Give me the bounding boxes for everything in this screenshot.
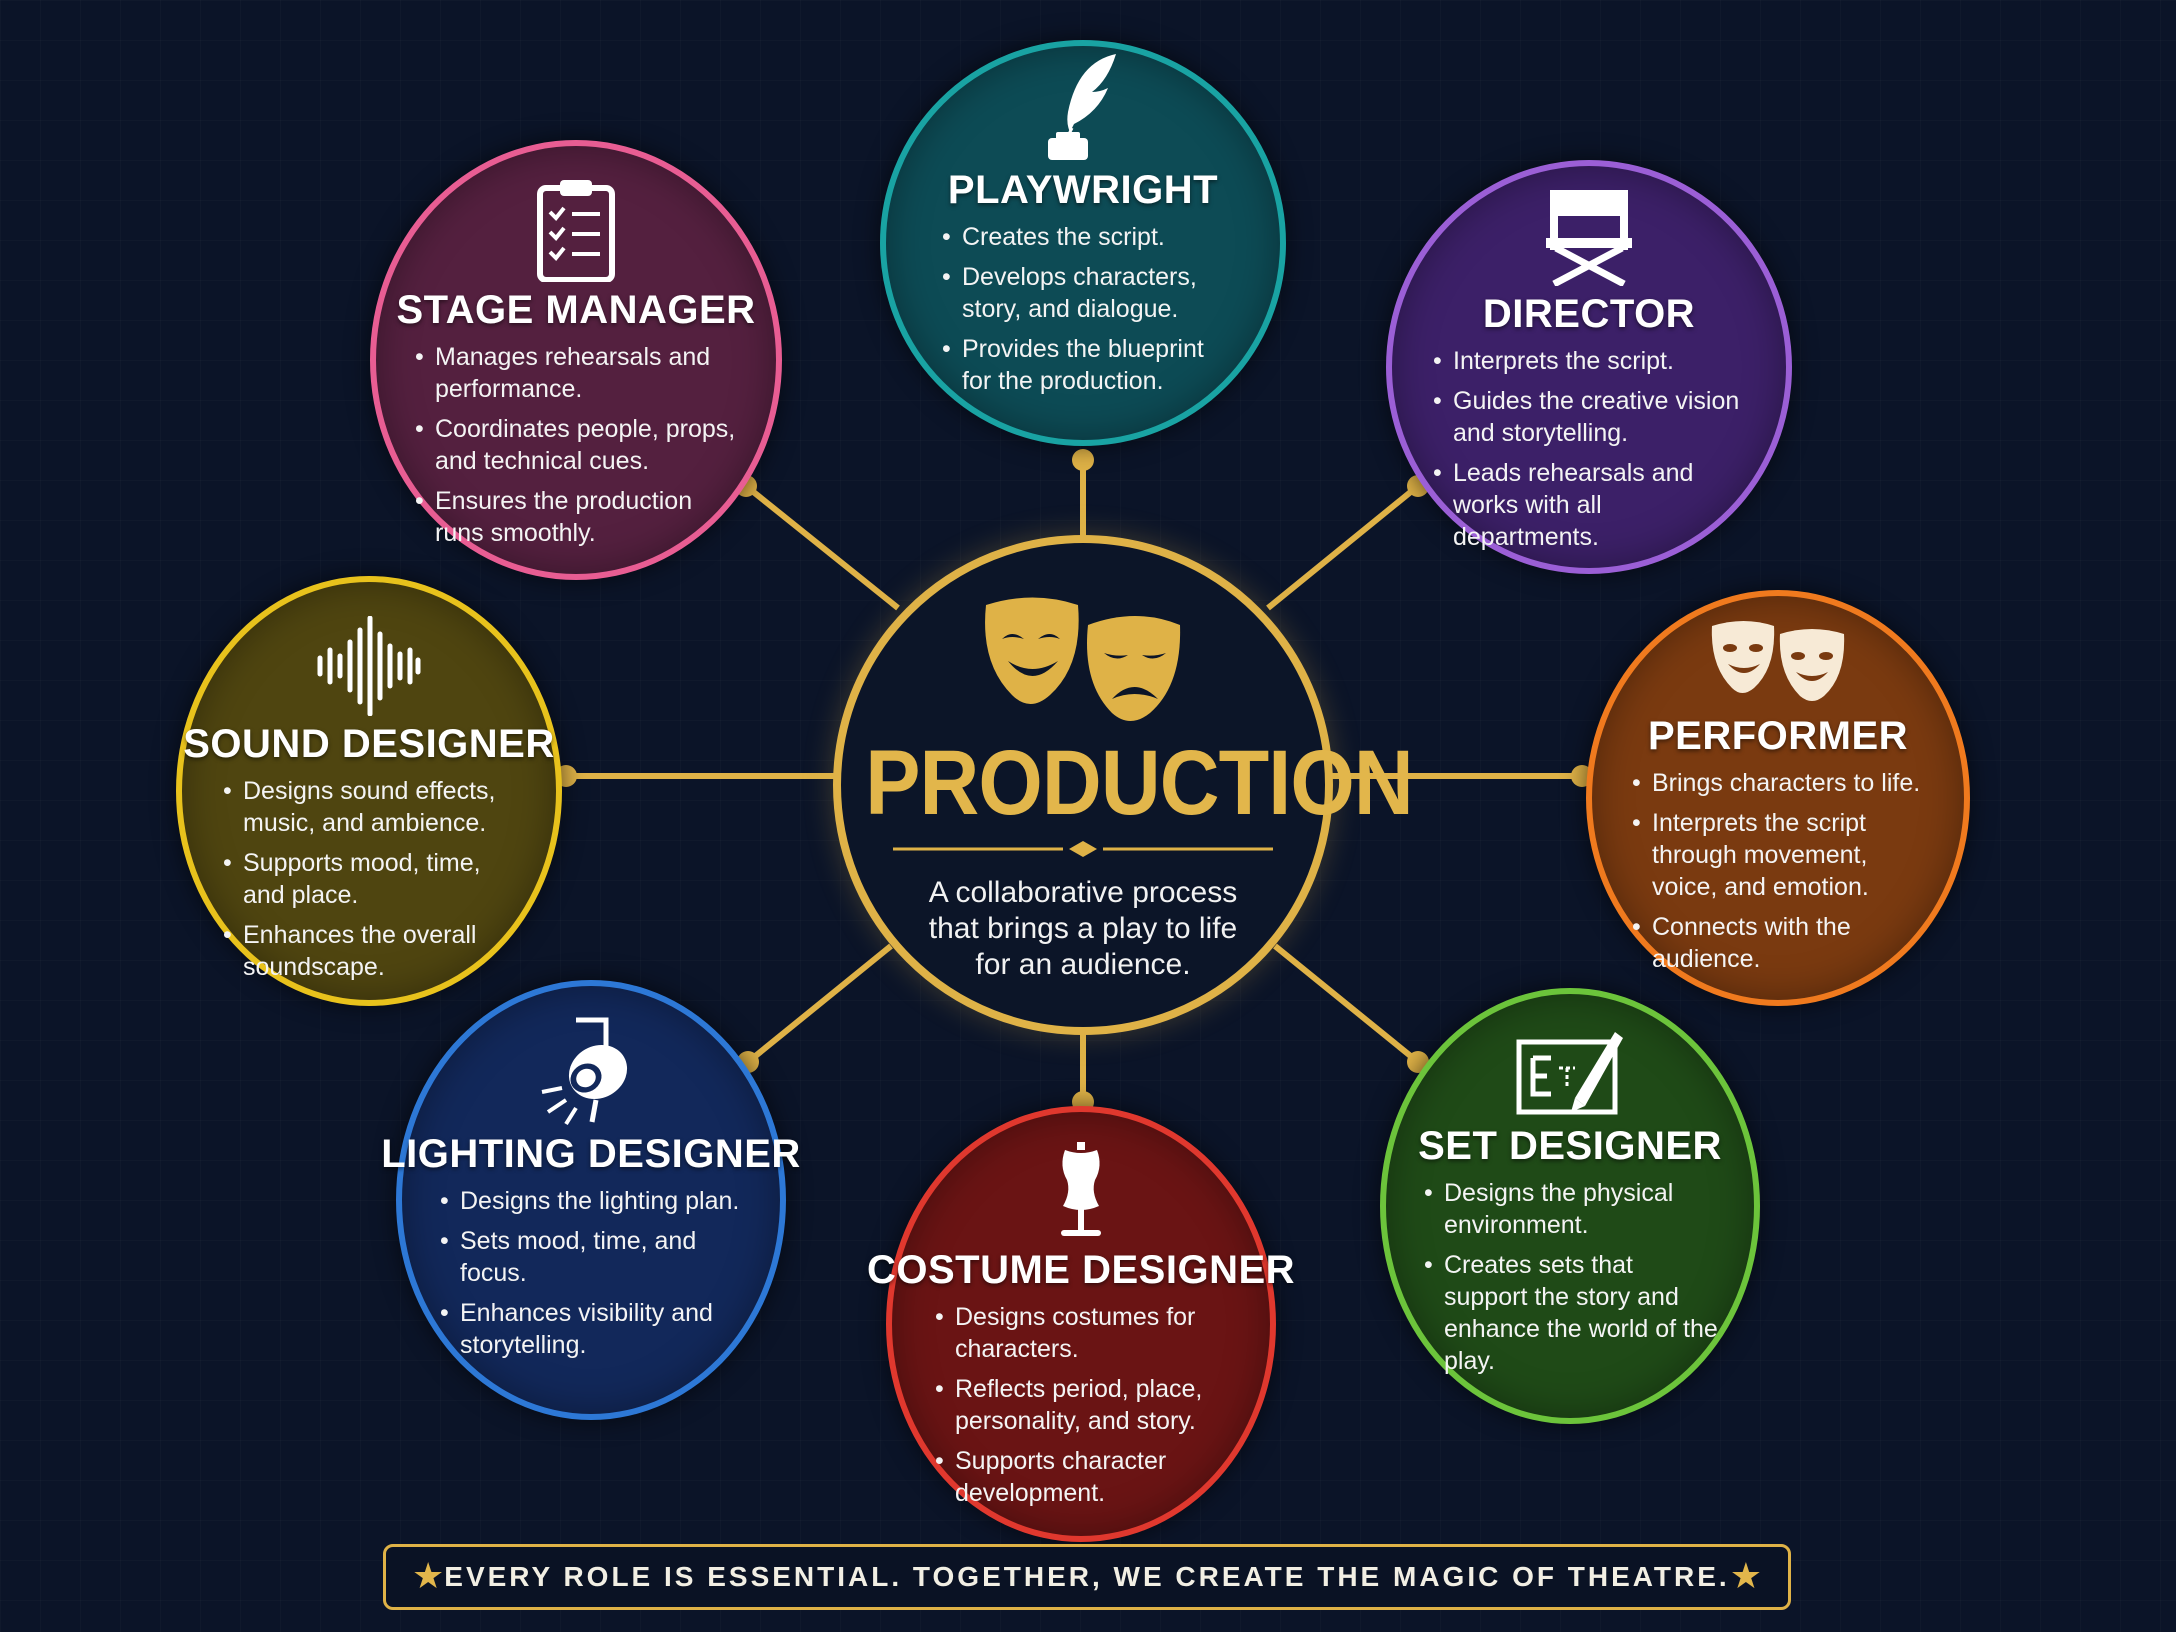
role-bullet: Reflects period, place, personality, and… <box>931 1373 1231 1437</box>
role-set-designer: SET DESIGNER Designs the physical enviro… <box>1380 988 1760 1424</box>
role-title: STAGE MANAGER <box>396 288 756 332</box>
role-title: SET DESIGNER <box>1418 1124 1722 1168</box>
connector-stage-manager <box>744 483 900 611</box>
production-hub: PRODUCTION A collaborative process that … <box>833 535 1414 1035</box>
role-bullet: Brings characters to life. <box>1628 767 1928 799</box>
connector-lighting-designer <box>746 943 893 1065</box>
role-costume-designer: COSTUME DESIGNER Designs costumes for ch… <box>867 1106 1295 1542</box>
connector-set-designer <box>1273 943 1420 1065</box>
role-bullet: Enhances the overall soundscape. <box>219 919 519 983</box>
theatre-masks-icon <box>841 595 1325 725</box>
masks-icon <box>1708 608 1848 708</box>
connector-dot <box>1072 449 1094 471</box>
production-description: A collaborative process that brings a pl… <box>928 876 1238 981</box>
spotlight-icon <box>536 1014 646 1126</box>
ornament-divider <box>841 839 1325 859</box>
banner-text: EVERY ROLE IS ESSENTIAL. TOGETHER, WE CR… <box>444 1561 1730 1592</box>
role-title: PERFORMER <box>1647 714 1909 758</box>
role-bullet: Ensures the production runs smoothly. <box>411 485 741 549</box>
dress-form-icon <box>1051 1132 1111 1242</box>
role-bullet: Develops characters, story, and dialogue… <box>938 261 1228 325</box>
director-chair-icon <box>1544 176 1634 286</box>
role-title: PLAYWRIGHT <box>947 168 1219 212</box>
role-bullet: Designs sound effects, music, and ambien… <box>219 775 519 839</box>
role-bullet: Designs costumes for characters. <box>931 1301 1231 1365</box>
role-playwright: PLAYWRIGHT Creates the script. Develops … <box>880 40 1286 446</box>
star-icon: ★ <box>1729 1556 1762 1597</box>
sound-wave-icon <box>314 606 424 716</box>
role-bullet: Sets mood, time, and focus. <box>436 1225 746 1289</box>
role-bullet: Manages rehearsals and performance. <box>411 341 741 405</box>
role-title: LIGHTING DESIGNER <box>381 1132 801 1176</box>
role-bullet: Designs the lighting plan. <box>436 1185 746 1217</box>
connector-director <box>1266 483 1420 611</box>
role-bullet: Connects with the audience. <box>1628 911 1928 975</box>
role-bullet: Creates the script. <box>938 221 1228 253</box>
role-bullet: Supports mood, time, and place. <box>219 847 519 911</box>
role-bullet: Supports character development. <box>931 1445 1231 1509</box>
star-icon: ★ <box>412 1556 445 1597</box>
role-bullet: Leads rehearsals and works with all depa… <box>1429 457 1749 553</box>
production-title: PRODUCTION <box>865 732 1414 834</box>
role-bullet: Provides the blueprint for the productio… <box>938 333 1228 397</box>
role-performer: PERFORMER Brings characters to life. Int… <box>1586 590 1970 1006</box>
role-sound-designer: SOUND DESIGNER Designs sound effects, mu… <box>176 576 562 1006</box>
clipboard-checklist-icon <box>536 178 616 282</box>
footer-banner: ★ EVERY ROLE IS ESSENTIAL. TOGETHER, WE … <box>383 1544 1791 1610</box>
role-bullet: Interprets the script. <box>1429 345 1749 377</box>
role-bullet: Interprets the script through movement, … <box>1628 807 1928 903</box>
role-director: DIRECTOR Interprets the script. Guides t… <box>1386 160 1792 574</box>
role-bullet: Creates sets that support the story and … <box>1420 1249 1720 1377</box>
role-title: DIRECTOR <box>1482 292 1696 336</box>
role-lighting-designer: LIGHTING DESIGNER Designs the lighting p… <box>381 980 800 1420</box>
role-bullet: Guides the creative vision and storytell… <box>1429 385 1749 449</box>
role-bullet: Enhances visibility and storytelling. <box>436 1297 746 1361</box>
role-stage-manager: STAGE MANAGER Manages rehearsals and per… <box>370 140 782 580</box>
role-bullet: Coordinates people, props, and technical… <box>411 413 741 477</box>
blueprint-pencil-icon <box>1515 1022 1625 1118</box>
role-title: SOUND DESIGNER <box>183 722 555 766</box>
role-bullet: Designs the physical environment. <box>1420 1177 1720 1241</box>
role-title: COSTUME DESIGNER <box>866 1248 1296 1292</box>
quill-ink-icon <box>1038 52 1128 162</box>
